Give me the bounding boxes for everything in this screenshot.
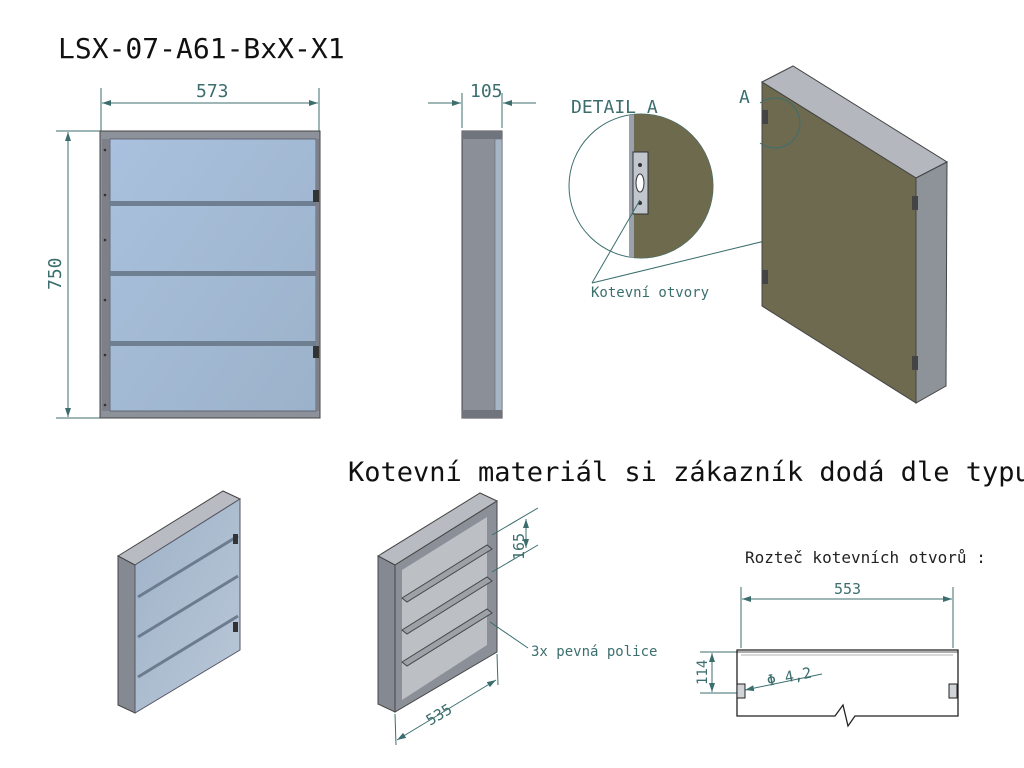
screw-holes <box>103 148 107 407</box>
hole-pitch-view: Rozteč kotevních otvorů : 553 114 Φ 4,2 <box>695 548 986 728</box>
hole-height-label: 114 <box>695 660 711 685</box>
hinge-icon <box>313 190 319 202</box>
anchor-icon <box>912 196 918 210</box>
drawing-code: LSX-07-A61-BxX-X1 <box>58 32 345 65</box>
front-shelf-3 <box>110 341 316 346</box>
front-height-dimension: 750 <box>45 130 100 419</box>
anchor-holes-callout: Kotevní otvory <box>591 285 709 301</box>
side-depth-dimension: 105 <box>428 81 536 128</box>
hinge-icon <box>233 534 238 544</box>
side-depth-label: 105 <box>470 81 503 102</box>
anchor-icon <box>762 110 768 124</box>
shelf-spacing-dimension: 165 <box>491 507 539 573</box>
front-width-label: 573 <box>196 81 229 102</box>
side-view: 105 <box>428 81 536 419</box>
anchor-icon <box>912 356 918 370</box>
detail-marker: A <box>739 87 750 108</box>
detail-title: DETAIL A <box>571 97 658 118</box>
iso-back-view: A <box>739 65 949 404</box>
hinge-icon <box>233 622 238 632</box>
front-left-side <box>102 139 109 411</box>
mounting-notice: Kotevní materiál si zákazník dodá dle ty… <box>348 457 1024 488</box>
front-shelf-2 <box>110 271 316 276</box>
anchor-icon <box>762 270 768 284</box>
shelf-spacing-label: 165 <box>510 533 528 560</box>
fixed-shelves-note: 3x pevná police <box>531 644 657 660</box>
detail-a: DETAIL A Kotevní otvory <box>568 97 914 301</box>
iso-front-view <box>116 490 242 714</box>
front-width-dimension: 573 <box>100 81 320 135</box>
hole-diameter-label: Φ 4,2 <box>765 664 813 690</box>
hinge-icon <box>313 346 319 358</box>
front-height-label: 750 <box>45 257 66 290</box>
hole-pitch-title: Rozteč kotevních otvorů : <box>745 548 986 567</box>
inner-width-label: 535 <box>423 700 455 729</box>
anchor-hole-right-icon <box>948 683 958 699</box>
front-shelf-1 <box>110 201 316 206</box>
hole-pitch-label: 553 <box>834 580 861 598</box>
anchor-hole-left-icon <box>736 683 746 699</box>
back-panel <box>761 81 917 404</box>
iso-shelf-view: 165 3x pevná police 535 <box>376 492 657 746</box>
front-view: 573 750 <box>45 81 321 419</box>
